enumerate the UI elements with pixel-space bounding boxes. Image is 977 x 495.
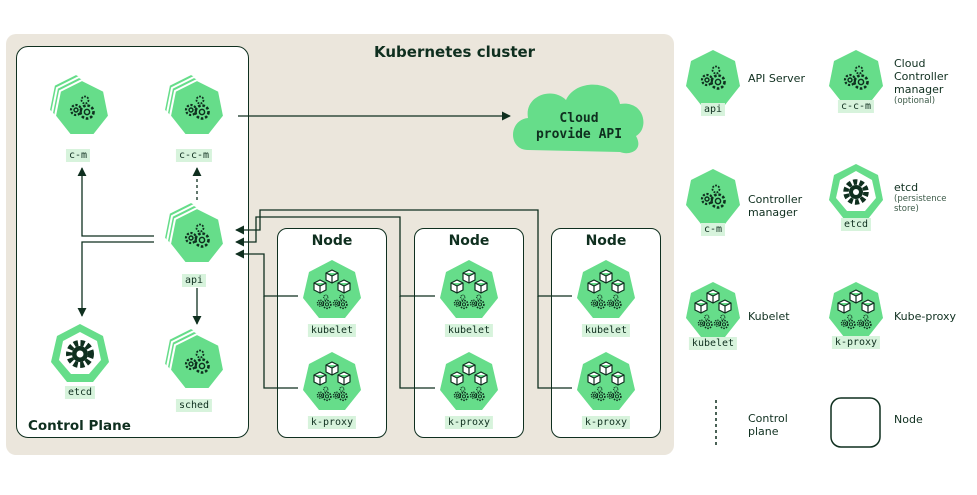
legend-etcd-text-block: etcd (persistence store): [894, 181, 964, 214]
legend-api-server-text: API Server: [748, 72, 805, 85]
node3-kproxy-icon: [577, 352, 635, 410]
node2-kproxy-icon: [440, 352, 498, 410]
legend-etcd-tag: etcd: [840, 218, 872, 231]
node2-kubelet-icon: [440, 260, 498, 318]
legend-cm-tag: c-m: [700, 223, 726, 236]
legend-etcd-icon: [829, 164, 883, 219]
legend-node-text: Node: [894, 413, 923, 426]
legend-kubelet-tag: kubelet: [688, 337, 738, 350]
legend-cm-text: Controller manager: [748, 193, 803, 219]
c-m-label: c-m: [65, 149, 91, 162]
cloud-provider-api-label: Cloud provide API: [520, 111, 638, 143]
legend-ccm-text-block: Cloud Controller manager (optional): [894, 57, 972, 106]
legend-ccm-icon: [829, 50, 883, 105]
node2-kubelet-label: kubelet: [444, 324, 494, 337]
legend-kubelet-icon: [686, 282, 740, 337]
cluster-title: Kubernetes cluster: [374, 43, 536, 61]
legend-node-box: [830, 397, 881, 448]
node-title-2: Node: [448, 233, 490, 249]
connection-lines: [77, 111, 572, 389]
legend-ccm-tag: c-c-m: [837, 100, 875, 113]
legend-kproxy-text: Kube-proxy: [894, 310, 957, 323]
node2-kproxy-label: k-proxy: [444, 416, 494, 429]
legend-api-server-icon: [686, 50, 740, 105]
legend-control-plane-text: Control plane: [748, 412, 788, 438]
node-title-1: Node: [311, 233, 353, 249]
cloud-line2: provide API: [535, 127, 623, 142]
etcd-label: etcd: [64, 386, 96, 399]
sched-label: sched: [175, 399, 213, 412]
legend-ccm-sub: (optional): [894, 96, 936, 106]
api-label: api: [181, 274, 207, 287]
legend-ccm-text: Cloud Controller manager: [894, 57, 949, 96]
node1-kubelet-label: kubelet: [307, 324, 357, 337]
legend-cm-icon: [686, 169, 740, 224]
node1-kproxy-icon: [303, 352, 361, 410]
cloud-line1: Cloud: [559, 111, 599, 126]
legend-kubelet-text: Kubelet: [748, 310, 790, 323]
api-icon: [162, 200, 226, 264]
c-m-icon: [47, 72, 111, 136]
legend-kproxy-tag: k-proxy: [831, 336, 881, 349]
node1-kproxy-label: k-proxy: [307, 416, 357, 429]
etcd-icon: [51, 324, 109, 382]
c-c-m-label: c-c-m: [175, 149, 213, 162]
node3-kubelet-icon: [577, 260, 635, 318]
node3-kubelet-label: kubelet: [581, 324, 631, 337]
legend-etcd-text: etcd: [894, 181, 919, 194]
c-c-m-icon: [162, 72, 226, 136]
node3-kproxy-label: k-proxy: [581, 416, 631, 429]
cloud-shape: [513, 84, 644, 154]
legend-api-tag: api: [700, 103, 726, 116]
node-title-3: Node: [585, 233, 627, 249]
sched-icon: [162, 326, 226, 390]
legend-kproxy-icon: [829, 282, 883, 337]
node1-kubelet-icon: [303, 260, 361, 318]
legend-etcd-sub: (persistence store): [894, 194, 947, 214]
control-plane-title: Control Plane: [28, 418, 131, 434]
